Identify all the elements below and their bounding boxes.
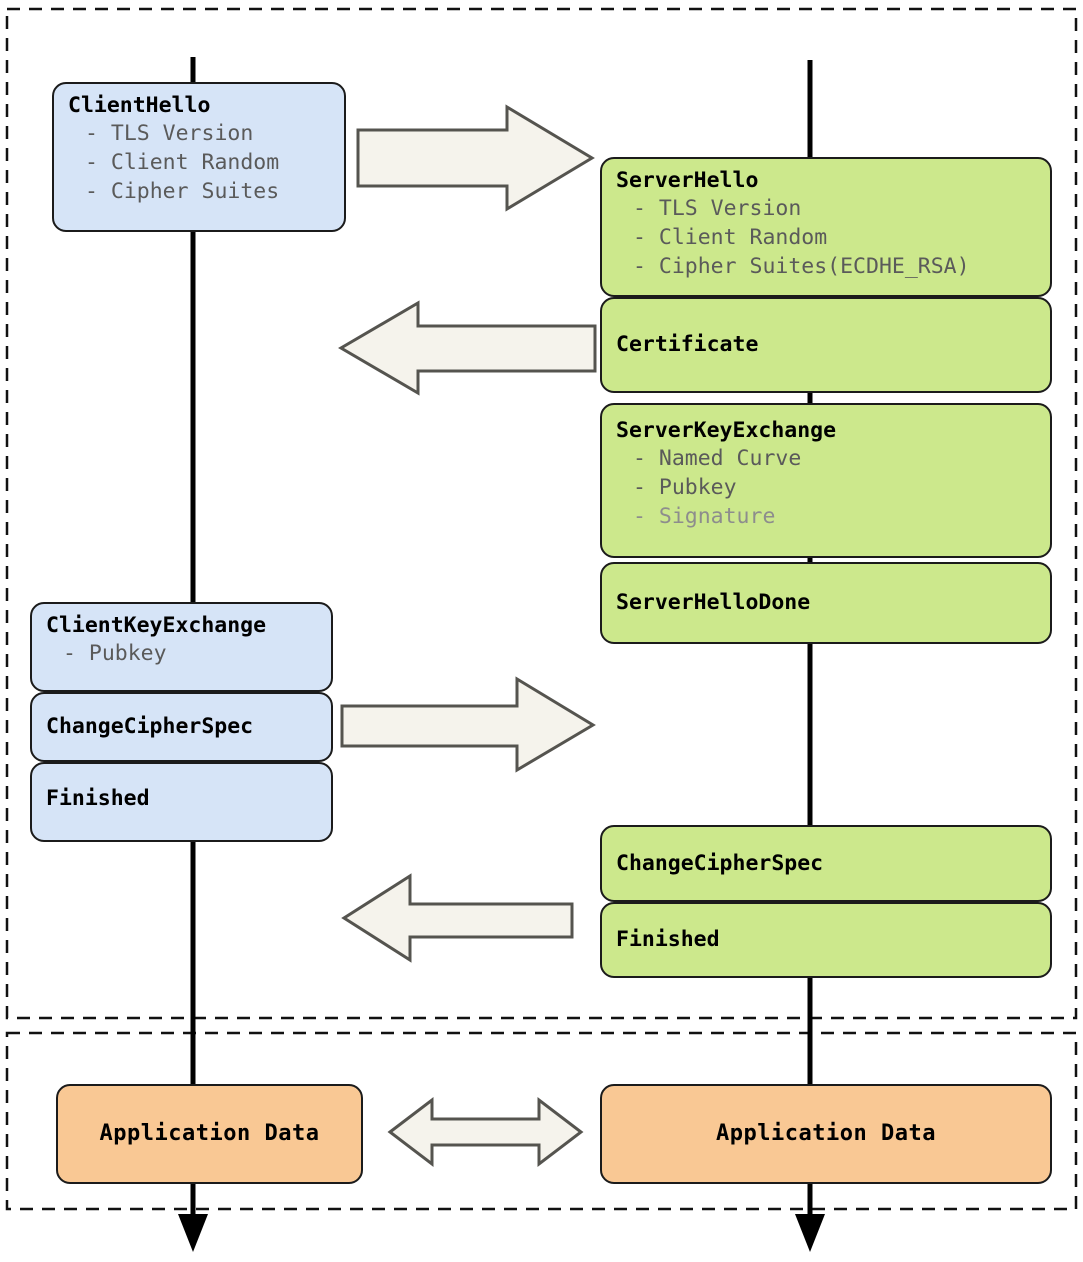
certificate-title: Certificate bbox=[616, 332, 759, 357]
client-lifeline-arrowhead bbox=[178, 1214, 208, 1252]
arrow-application-data bbox=[387, 1096, 584, 1168]
message-box-server-hello-done[interactable]: ServerHelloDone bbox=[600, 562, 1052, 644]
server-key-exchange-item-0: - Named Curve bbox=[633, 446, 802, 471]
client-key-exchange-item-0: - Pubkey bbox=[63, 641, 167, 666]
client-key-exchange-title: ClientKeyExchange bbox=[46, 613, 267, 638]
message-box-client-change-cipher-spec[interactable]: ChangeCipherSpec bbox=[30, 692, 333, 762]
client-finished-title: Finished bbox=[46, 786, 150, 811]
message-box-server-change-cipher-spec[interactable]: ChangeCipherSpec bbox=[600, 825, 1052, 902]
message-box-application-data-client[interactable]: Application Data bbox=[56, 1084, 363, 1184]
message-box-server-finished[interactable]: Finished bbox=[600, 902, 1052, 978]
server-key-exchange-item-2: - Signature bbox=[633, 504, 776, 529]
handshake-section-border bbox=[5, 7, 1078, 1020]
server-finished-title: Finished bbox=[616, 927, 720, 952]
message-box-server-key-exchange[interactable]: ServerKeyExchange - Named Curve - Pubkey… bbox=[600, 403, 1052, 558]
application-data-section-border bbox=[5, 1031, 1078, 1211]
server-hello-item-0: - TLS Version bbox=[633, 196, 802, 221]
client-hello-item-1: - Client Random bbox=[85, 150, 280, 175]
server-lifeline-arrowhead bbox=[795, 1214, 825, 1252]
server-key-exchange-item-1: - Pubkey bbox=[633, 475, 737, 500]
client-change-cipher-spec-title: ChangeCipherSpec bbox=[46, 714, 254, 739]
client-hello-item-2: - Cipher Suites bbox=[85, 179, 280, 204]
application-data-server-label: Application Data bbox=[716, 1121, 936, 1146]
server-hello-title: ServerHello bbox=[616, 168, 759, 193]
message-box-server-hello[interactable]: ServerHello - TLS Version - Client Rando… bbox=[600, 157, 1052, 297]
server-hello-item-2: - Cipher Suites(ECDHE_RSA) bbox=[633, 254, 970, 279]
message-box-client-key-exchange[interactable]: ClientKeyExchange - Pubkey bbox=[30, 602, 333, 692]
arrow-server-hello bbox=[338, 300, 597, 396]
server-change-cipher-spec-title: ChangeCipherSpec bbox=[616, 851, 824, 876]
arrow-client-hello bbox=[356, 104, 595, 212]
server-key-exchange-title: ServerKeyExchange bbox=[616, 418, 837, 443]
message-box-application-data-server[interactable]: Application Data bbox=[600, 1084, 1052, 1184]
arrow-server-finished bbox=[341, 873, 574, 963]
application-data-client-label: Application Data bbox=[99, 1121, 320, 1146]
client-hello-item-0: - TLS Version bbox=[85, 121, 254, 146]
message-box-client-finished[interactable]: Finished bbox=[30, 762, 333, 842]
server-hello-done-title: ServerHelloDone bbox=[616, 590, 811, 615]
arrow-client-key-exchange bbox=[340, 676, 596, 773]
server-hello-item-1: - Client Random bbox=[633, 225, 828, 250]
client-hello-title: ClientHello bbox=[68, 93, 211, 118]
message-box-client-hello[interactable]: ClientHello - TLS Version - Client Rando… bbox=[52, 82, 346, 232]
message-box-certificate[interactable]: Certificate bbox=[600, 297, 1052, 393]
